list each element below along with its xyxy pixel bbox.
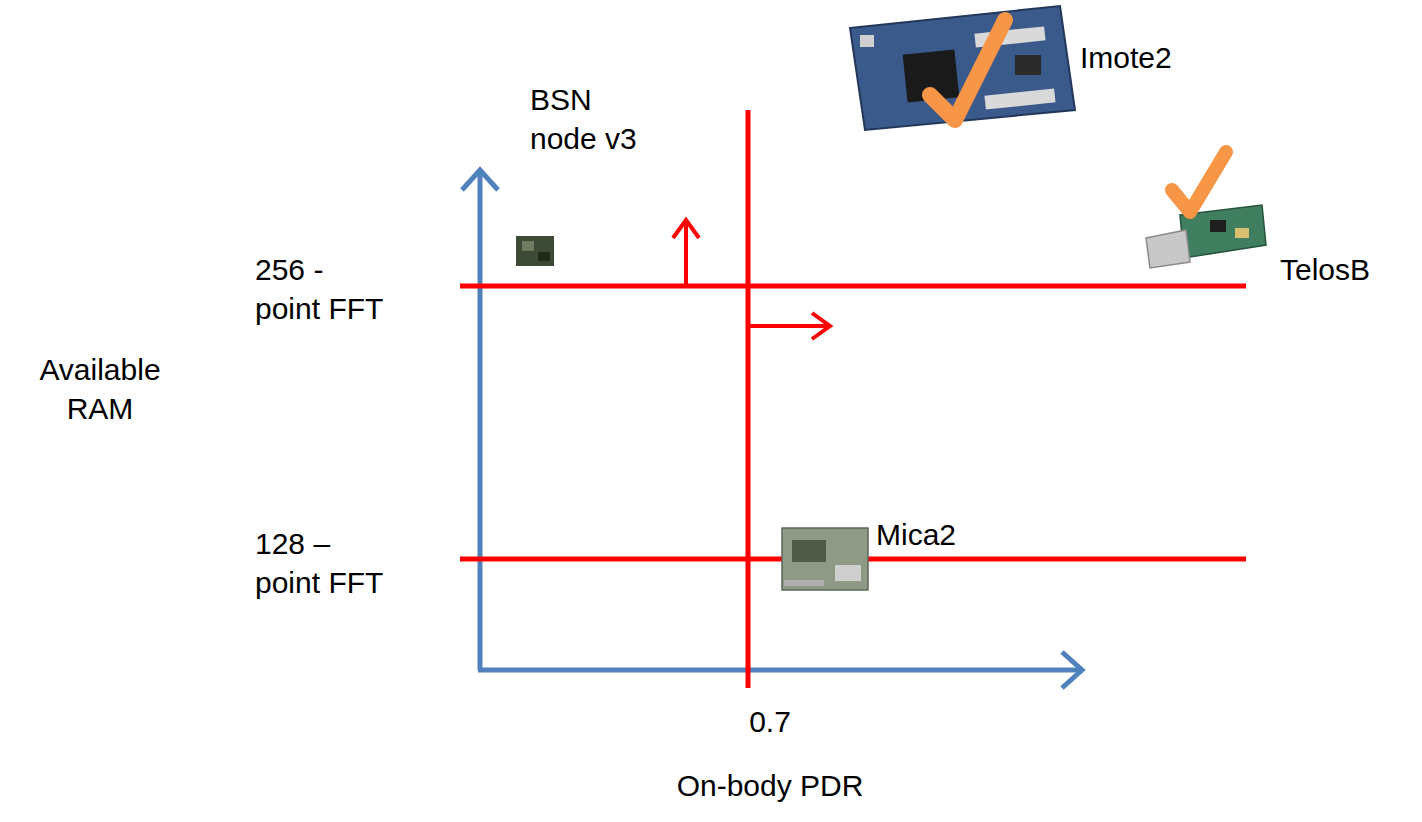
axis-title: On-body PDR <box>620 766 920 805</box>
checkmark <box>930 20 1005 120</box>
threshold-lines <box>460 110 1246 688</box>
device-name: BSN node v3 <box>530 80 650 158</box>
bsn-node-photo <box>516 236 554 266</box>
axes <box>462 170 1082 688</box>
axis-title: Available RAM <box>30 350 170 428</box>
axis-level: 128 – point FFT <box>255 524 390 602</box>
mica2-board <box>782 528 868 590</box>
telosb-board <box>1146 205 1266 268</box>
device-name: Mica2 <box>876 518 1006 551</box>
imote2-board <box>850 6 1075 130</box>
axis-level: 256 - point FFT <box>255 250 390 328</box>
device-name: TelosB <box>1280 250 1410 289</box>
axis-value: 0.7 <box>700 702 840 741</box>
checkmark <box>1172 152 1226 212</box>
device-name: Imote2 <box>1080 38 1220 77</box>
